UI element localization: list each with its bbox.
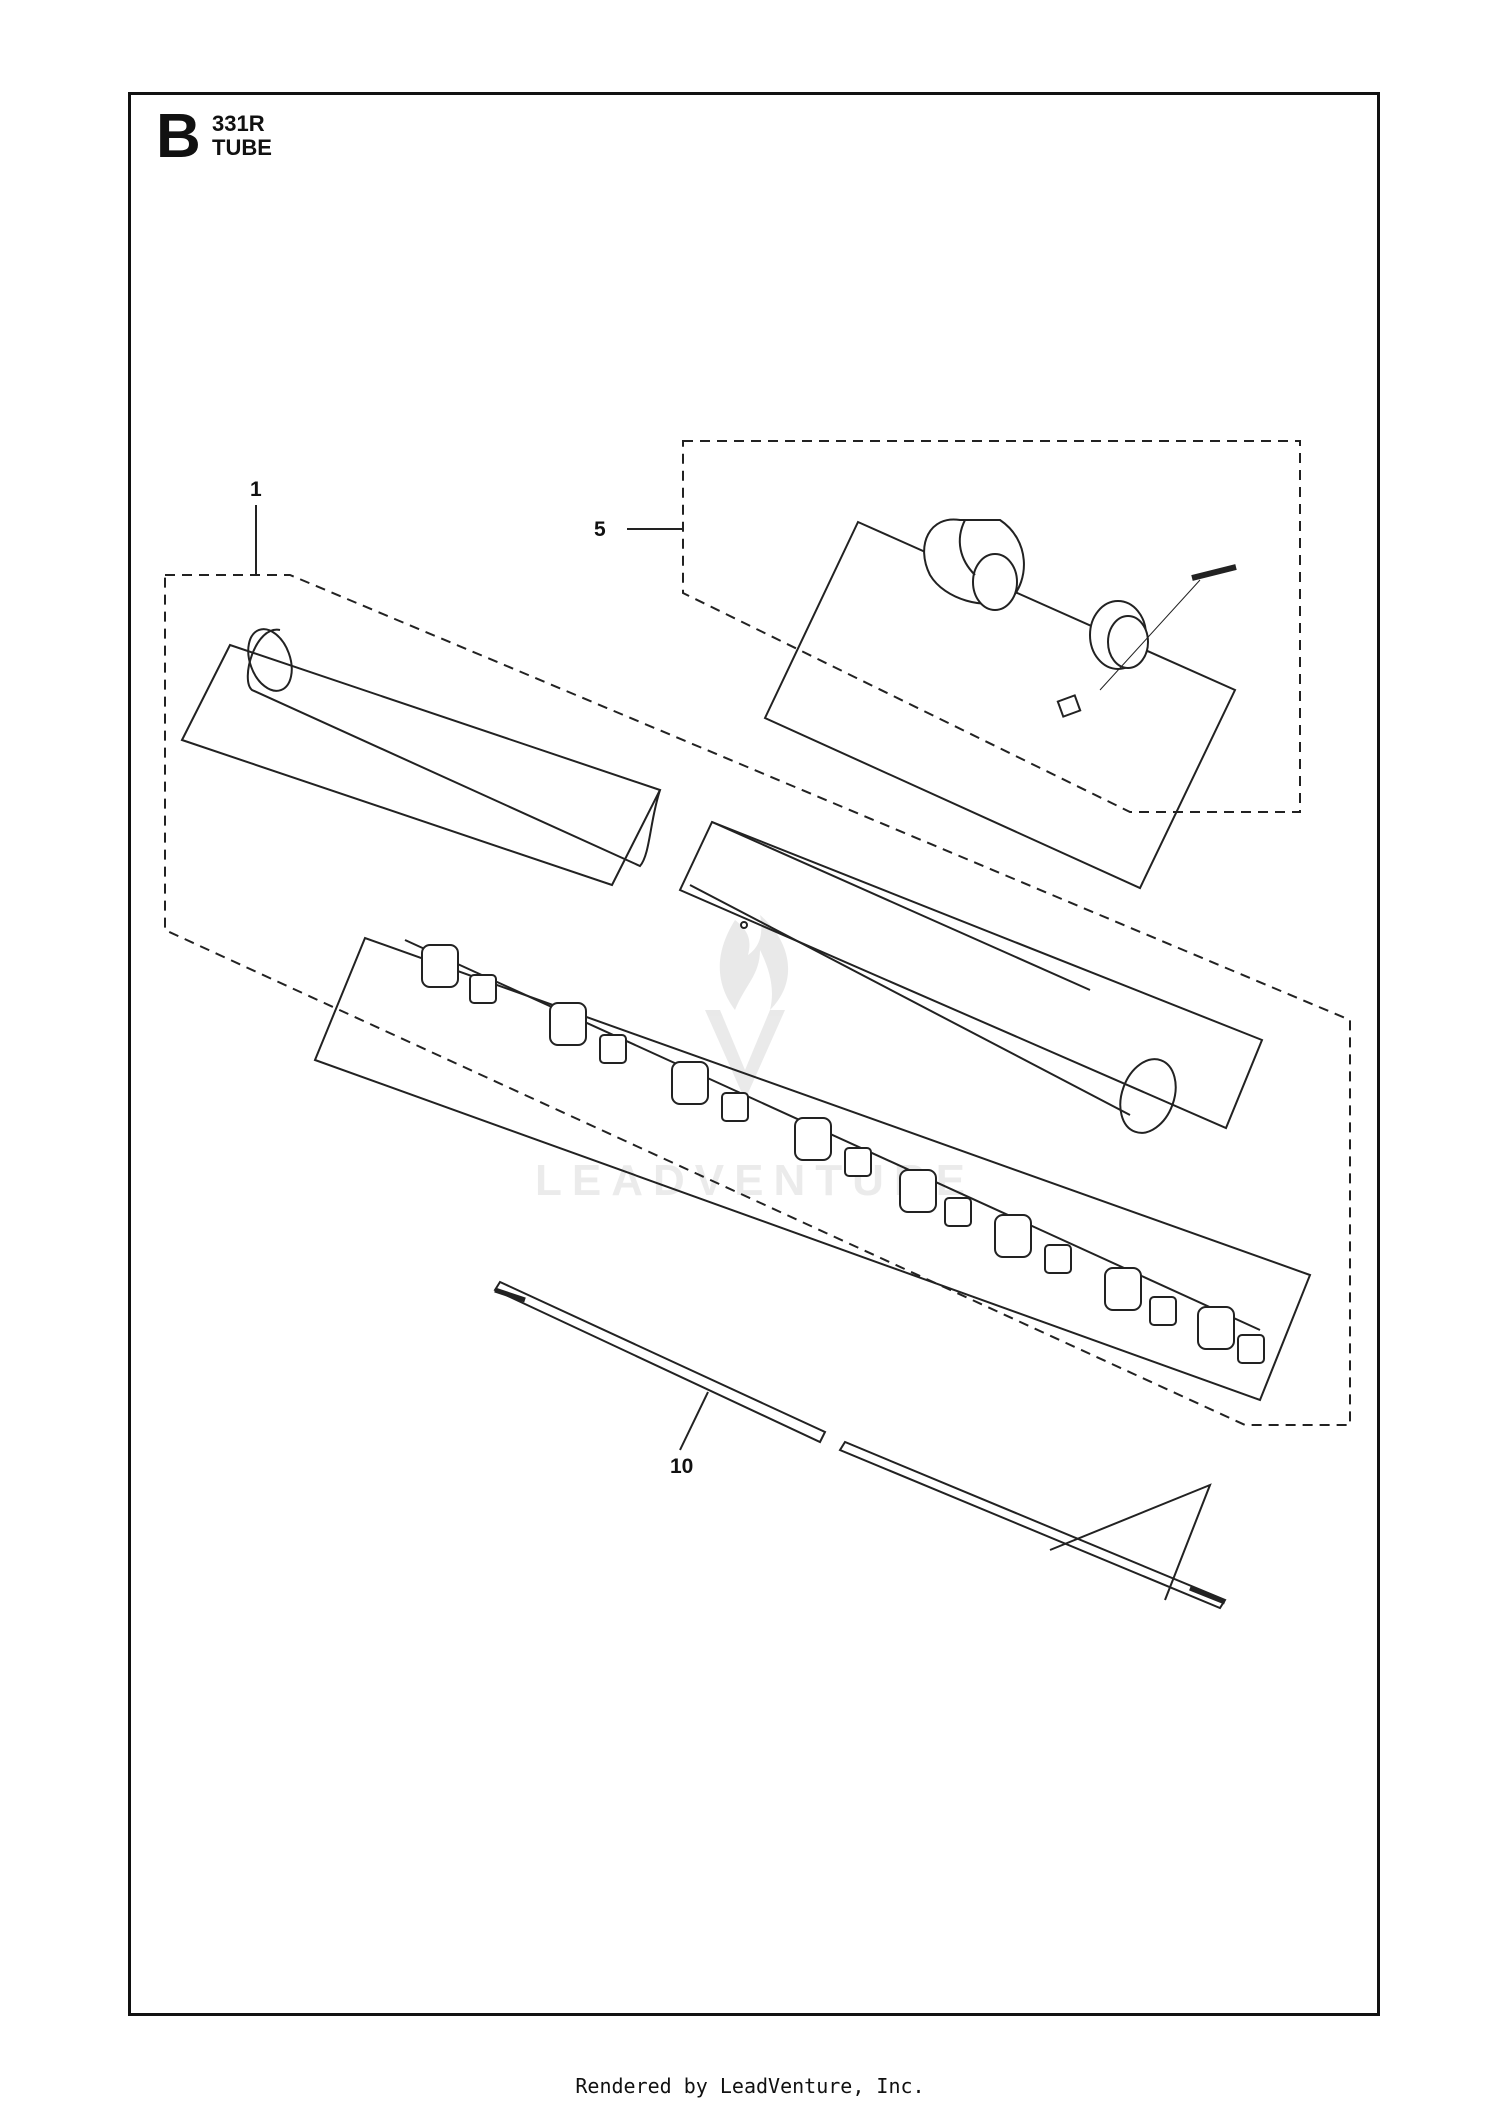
footer-credit: Rendered by LeadVenture, Inc.	[575, 2074, 925, 2098]
assembly-label: TUBE	[212, 135, 272, 160]
callout-5: 5	[594, 518, 606, 541]
section-letter: B	[156, 102, 201, 171]
watermark-logo	[705, 915, 789, 1100]
bushing-set	[313, 936, 1312, 1402]
callout-1: 1	[250, 478, 262, 501]
drive-shaft	[493, 1280, 1227, 1610]
diagram-frame	[128, 92, 1380, 2016]
item5-boundary	[682, 440, 1301, 813]
item1-boundary	[164, 574, 1351, 1426]
callout-10-leader	[679, 1391, 709, 1451]
tube-part	[180, 628, 1264, 1134]
callout-10: 10	[670, 1455, 694, 1478]
bushing-pieces	[421, 944, 1265, 1364]
model-label: 331R	[212, 111, 265, 136]
clamp-assembly	[763, 518, 1237, 890]
